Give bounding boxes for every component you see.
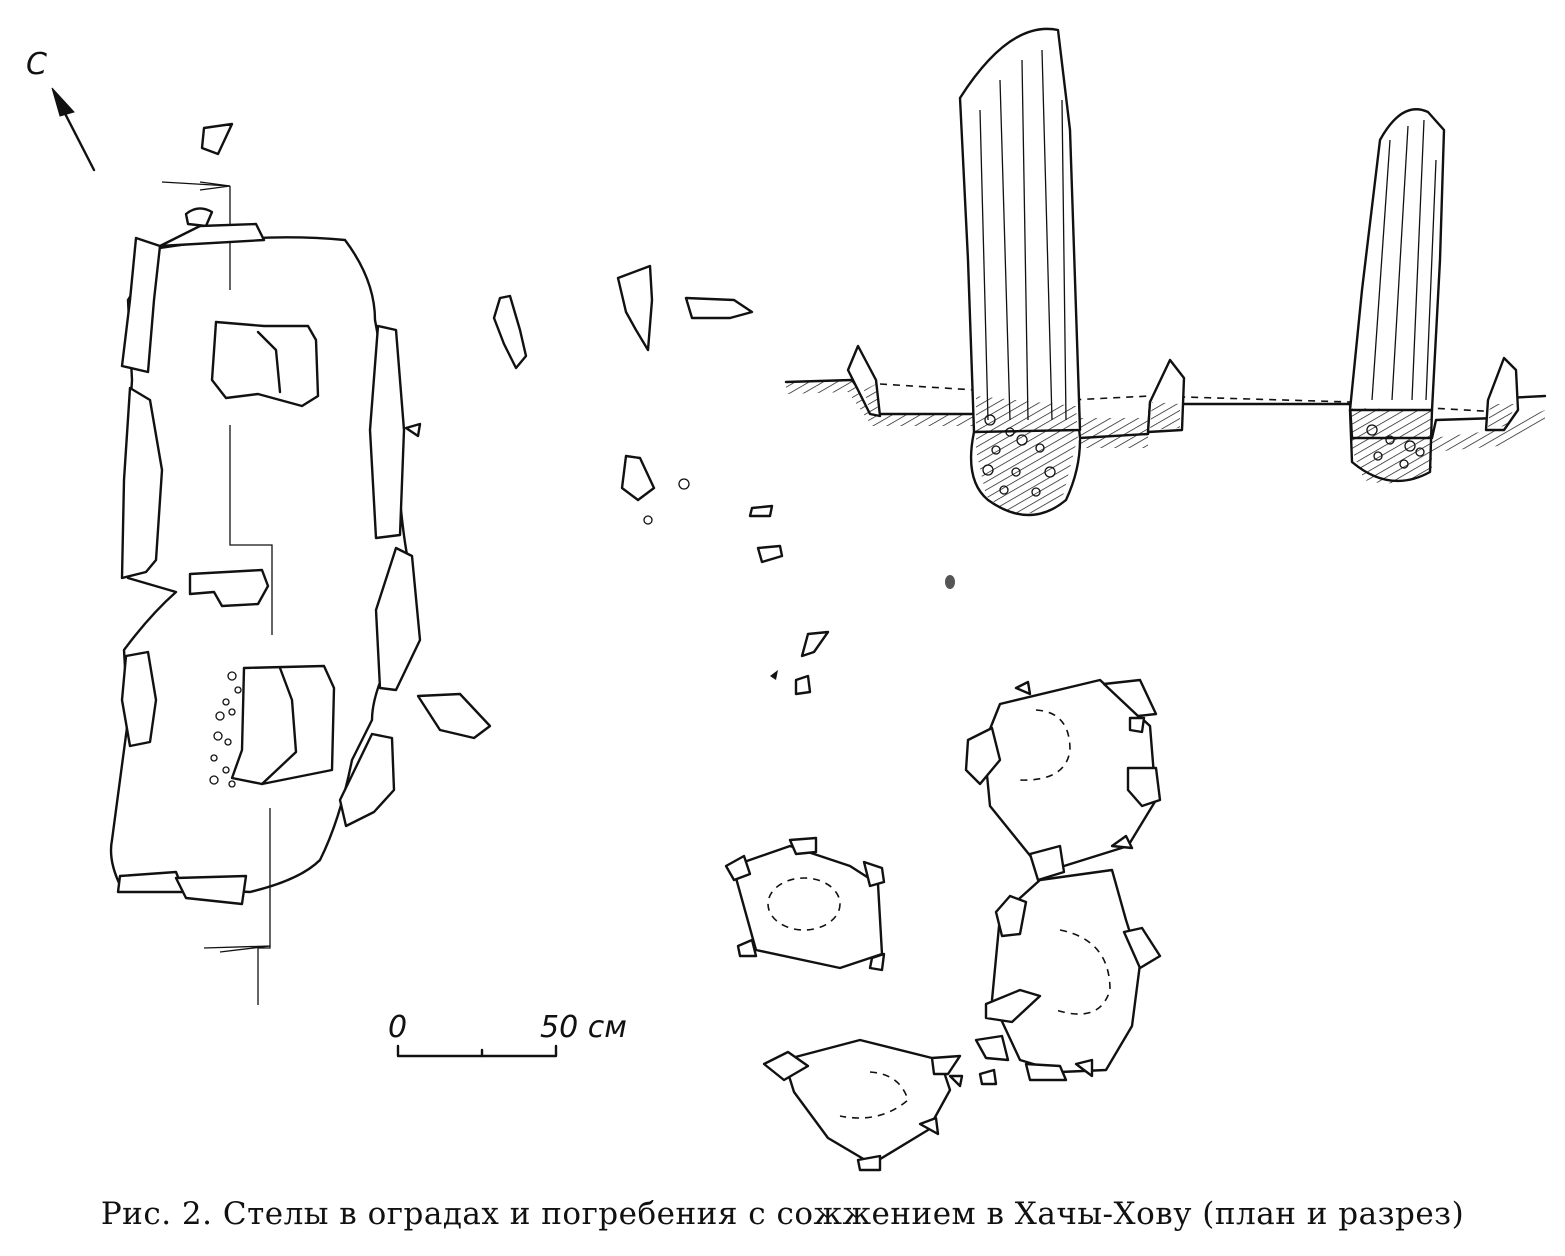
section-view [784, 27, 1547, 517]
stone [416, 692, 492, 740]
stela-large [958, 27, 1082, 517]
stone [158, 222, 266, 248]
stela-base [210, 320, 320, 408]
stone [368, 324, 406, 540]
stone [116, 870, 186, 894]
north-arrow-head [51, 87, 75, 117]
stone [184, 207, 214, 228]
scale-line [396, 1044, 558, 1058]
scale-bar: 0 50 см [388, 1010, 627, 1058]
section-line [161, 181, 273, 1005]
figure-caption: Рис. 2. Стелы в оградах и погребения с с… [100, 1196, 1465, 1232]
stone [404, 422, 422, 438]
stone [374, 546, 422, 692]
north-label: С [26, 47, 47, 82]
burial-ring [762, 1038, 964, 1172]
stone [200, 122, 234, 156]
stone [188, 568, 270, 608]
enclosure-outline [109, 236, 410, 894]
stone [120, 236, 162, 374]
cremation-burials [724, 678, 1162, 1172]
stone [338, 732, 396, 828]
burial-ring [964, 678, 1162, 882]
burial-ring [724, 836, 886, 972]
scale-start-label: 0 [388, 1010, 407, 1045]
stone [174, 874, 248, 906]
scale-end-label: 50 см [540, 1010, 627, 1045]
enclosure-plan [109, 122, 492, 1005]
stone [120, 386, 164, 580]
north-arrow: С [26, 47, 96, 172]
stone [120, 650, 158, 748]
stela-base [230, 664, 336, 786]
stela-small [1348, 108, 1446, 484]
burial-ring [974, 868, 1162, 1086]
scattered-stones [492, 264, 955, 696]
cremation-fragments [209, 671, 242, 788]
